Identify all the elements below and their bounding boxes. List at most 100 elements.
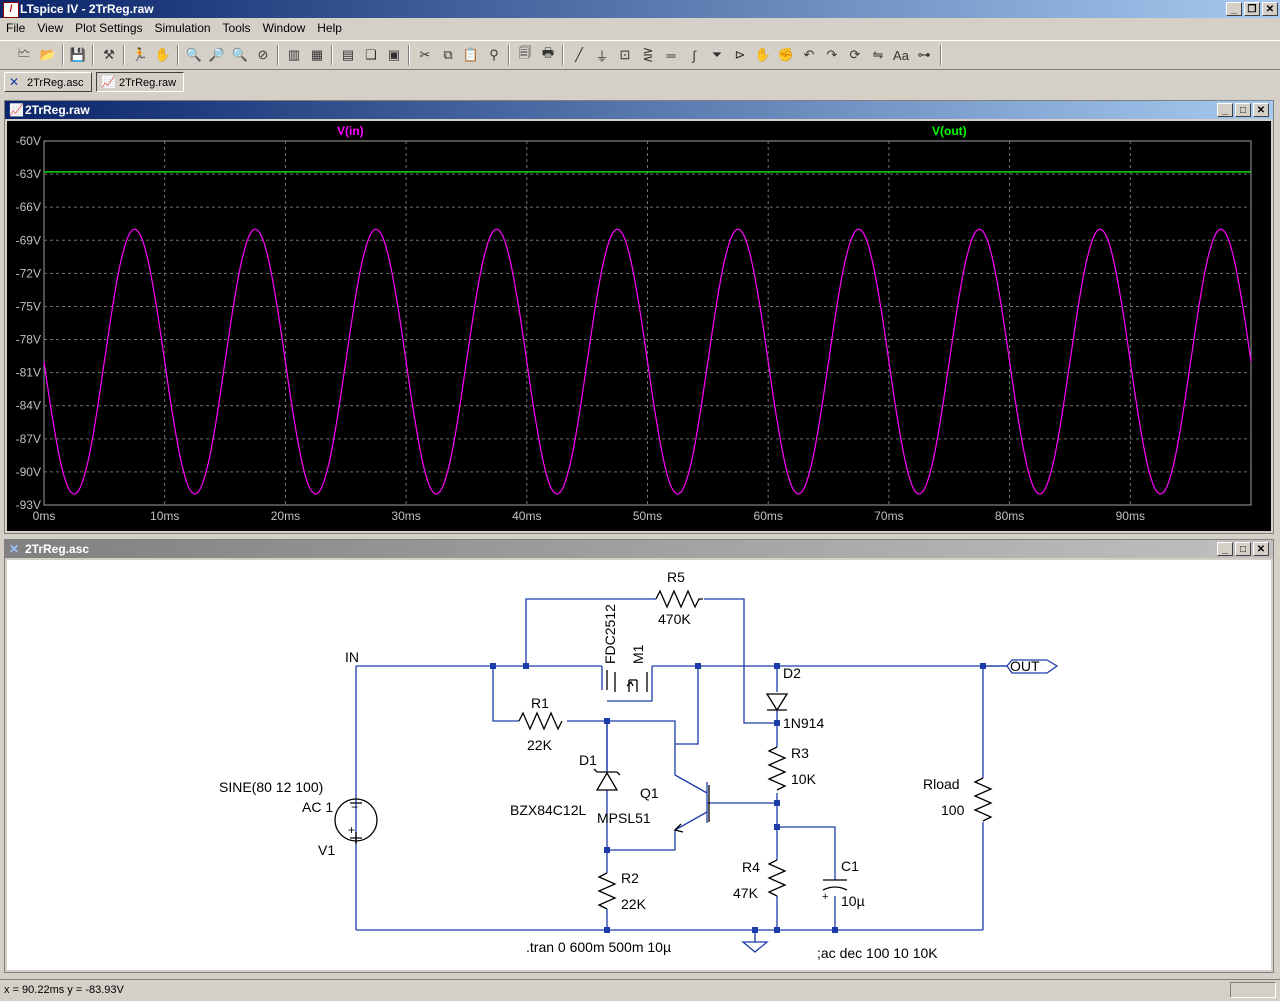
label-v1-spec: SINE(80 12 100): [219, 779, 323, 795]
mirror-icon[interactable]: ⇋: [872, 47, 884, 62]
resistor-icon[interactable]: ⋛: [642, 47, 654, 62]
close-icon[interactable]: ✕: [1253, 103, 1269, 117]
zoom-in-icon[interactable]: 🔍: [185, 47, 203, 62]
menu-tools[interactable]: Tools: [222, 21, 251, 35]
halt-icon[interactable]: ✋: [154, 47, 172, 62]
ground-icon[interactable]: ⏚: [595, 48, 609, 64]
menu-window[interactable]: Window: [262, 21, 306, 35]
r1-resistor: [518, 711, 563, 731]
menu-view[interactable]: View: [37, 21, 64, 35]
diode-icon[interactable]: ⏷: [711, 47, 723, 62]
tile-horizontal-icon[interactable]: ▤: [341, 47, 355, 62]
copy-icon[interactable]: ⧉: [443, 47, 453, 62]
move-icon[interactable]: ✋: [754, 47, 772, 62]
label-d2-model: 1N914: [783, 715, 824, 731]
tile-vertical-icon[interactable]: ▣: [387, 47, 401, 62]
restore-icon[interactable]: ❐: [1244, 2, 1260, 16]
zoom-out-icon[interactable]: 🔍: [231, 47, 249, 62]
legend-vout[interactable]: V(out): [932, 124, 967, 138]
open-icon[interactable]: 📂: [39, 47, 57, 62]
y-tick-label: -66V: [16, 200, 41, 214]
zoom-fit-icon[interactable]: ⊘: [257, 47, 269, 62]
y-tick-label: -75V: [16, 299, 41, 313]
run-icon[interactable]: 🏃: [131, 47, 149, 62]
minimize-icon[interactable]: _: [1217, 542, 1233, 556]
new-schematic-icon[interactable]: 🗠: [17, 45, 31, 60]
x-tick-label: 50ms: [633, 509, 662, 523]
plot-pane[interactable]: -60V-63V-66V-69V-72V-75V-78V-81V-84V-87V…: [7, 121, 1271, 531]
add-trace-icon[interactable]: ▦: [310, 47, 324, 62]
drag-icon[interactable]: ✊: [777, 47, 795, 62]
svg-text:+: +: [822, 891, 828, 903]
d2-diode: [765, 693, 789, 712]
wire-icon[interactable]: ╱: [575, 47, 583, 62]
d1-zener: [593, 768, 621, 791]
c1-capacitor: [822, 879, 848, 891]
legend-vin[interactable]: V(in): [337, 124, 364, 138]
status-bar: x = 90.22ms y = -83.93V: [0, 979, 1280, 1001]
close-icon[interactable]: ✕: [1253, 542, 1269, 556]
label-q1: Q1: [640, 785, 659, 801]
label-c1: C1: [841, 858, 859, 874]
y-tick-label: -69V: [16, 233, 41, 247]
x-tick-label: 70ms: [874, 509, 903, 523]
find-icon[interactable]: ⚲: [489, 47, 499, 62]
menu-bar: File View Plot Settings Simulation Tools…: [0, 18, 1280, 38]
schematic-canvas[interactable]: IN OUT R5 470K FDC2512 M1 D2 1N914 R1 22…: [7, 560, 1271, 970]
waveform-icon: 📈: [9, 103, 24, 117]
circuit-schematic[interactable]: IN OUT R5 470K FDC2512 M1 D2 1N914 R1 22…: [7, 560, 1271, 970]
waveform-window-title-bar[interactable]: 📈 2TrReg.raw _ □ ✕: [5, 101, 1273, 119]
maximize-icon[interactable]: □: [1235, 542, 1251, 556]
label-m1: M1: [630, 644, 646, 664]
autorange-icon[interactable]: ▥: [287, 47, 301, 62]
text-icon[interactable]: Aa: [893, 47, 909, 63]
x-tick-label: 10ms: [150, 509, 179, 523]
menu-help[interactable]: Help: [317, 21, 342, 35]
paste-icon[interactable]: 📋: [462, 47, 480, 62]
schematic-components[interactable]: [334, 589, 993, 910]
control-panel-icon[interactable]: ⚒: [103, 47, 115, 62]
schematic-window-title-bar[interactable]: ✕ 2TrReg.asc _ □ ✕: [5, 540, 1273, 558]
minimize-icon[interactable]: _: [1226, 2, 1242, 16]
label-d1: D1: [579, 752, 597, 768]
label-icon[interactable]: ⊡: [619, 47, 631, 62]
save-icon[interactable]: 💾: [69, 47, 87, 62]
menu-plot-settings[interactable]: Plot Settings: [75, 21, 143, 35]
redo-icon[interactable]: ↷: [826, 47, 838, 62]
menu-simulation[interactable]: Simulation: [154, 21, 211, 35]
menu-file[interactable]: File: [6, 21, 26, 35]
status-pane: [1230, 982, 1276, 998]
app-title: LTspice IV - 2TrReg.raw: [20, 2, 154, 16]
print-preview-icon[interactable]: 🗐: [518, 45, 532, 60]
minimize-icon[interactable]: _: [1217, 103, 1233, 117]
tab-waveform[interactable]: 📈 2TrReg.raw: [96, 72, 184, 92]
zoom-area-icon[interactable]: 🔎: [208, 47, 226, 62]
label-r4-value: 47K: [733, 885, 759, 901]
svg-text:+: +: [348, 823, 355, 837]
label-in: IN: [345, 649, 359, 665]
label-r1-value: 22K: [527, 737, 553, 753]
label-r3-value: 10K: [791, 771, 817, 787]
x-tick-label: 80ms: [995, 509, 1024, 523]
component-icon[interactable]: ⊳: [734, 47, 746, 62]
label-r1: R1: [531, 695, 549, 711]
maximize-icon[interactable]: □: [1235, 103, 1251, 117]
cut-icon[interactable]: ✂: [419, 47, 431, 62]
label-v1: V1: [318, 842, 335, 858]
waveform-plot[interactable]: -60V-63V-66V-69V-72V-75V-78V-81V-84V-87V…: [7, 121, 1271, 531]
print-icon[interactable]: 🖶: [541, 45, 555, 60]
document-tabs: ✕ 2TrReg.asc 📈 2TrReg.raw: [0, 70, 1280, 94]
cascade-icon[interactable]: ❏: [365, 47, 377, 62]
undo-icon[interactable]: ↶: [803, 47, 815, 62]
close-icon[interactable]: ✕: [1262, 2, 1278, 16]
y-tick-label: -63V: [16, 167, 41, 181]
rotate-icon[interactable]: ⟳: [849, 47, 861, 62]
app-title-bar: / LTspice IV - 2TrReg.raw _ ❐ ✕: [0, 0, 1280, 18]
capacitor-icon[interactable]: ═: [666, 47, 676, 63]
r2-resistor: [597, 872, 617, 910]
ltspice-app-icon[interactable]: /: [3, 2, 19, 18]
spice-directive-icon[interactable]: ⊶: [917, 47, 931, 62]
inductor-icon[interactable]: ∫: [692, 47, 696, 63]
schematic-wires[interactable]: [355, 598, 1059, 953]
tab-schematic[interactable]: ✕ 2TrReg.asc: [4, 72, 92, 92]
